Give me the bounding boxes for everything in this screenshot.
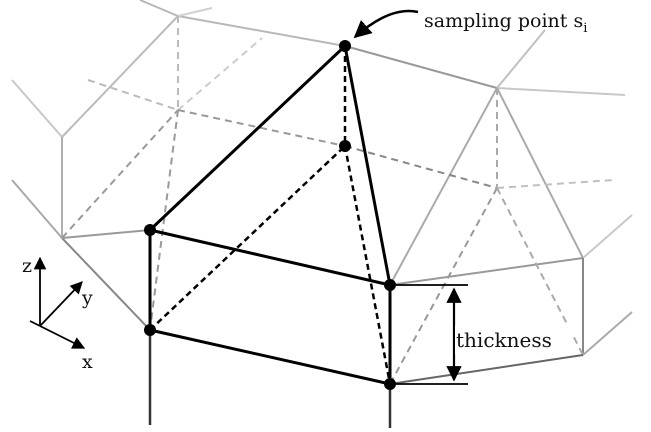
mesh-node bbox=[339, 140, 351, 152]
mesh-edge-dashed bbox=[177, 109, 346, 147]
thickness-label-backdrop bbox=[455, 326, 573, 354]
y-axis-label: y bbox=[81, 287, 93, 309]
mesh-edge bbox=[496, 87, 584, 259]
x-axis-label: x bbox=[82, 351, 93, 373]
element-edge-dashed bbox=[343, 145, 392, 385]
mesh-edge bbox=[389, 354, 584, 385]
mesh-edge bbox=[11, 179, 63, 239]
mesh-edge-dashed bbox=[389, 187, 498, 385]
mesh-edge bbox=[582, 311, 633, 356]
mesh-node bbox=[384, 279, 396, 291]
mesh-edge-dashed bbox=[177, 37, 263, 111]
sampling-point-node bbox=[339, 40, 351, 52]
mesh-edge bbox=[11, 79, 63, 138]
mesh-node bbox=[144, 324, 156, 336]
mesh-edge-dashed bbox=[61, 109, 179, 239]
mesh-node bbox=[384, 378, 396, 390]
mesh-node bbox=[144, 224, 156, 236]
coordinate-axes bbox=[29, 256, 86, 349]
mesh-edge bbox=[61, 237, 151, 331]
mesh-edge-dashed bbox=[496, 179, 614, 189]
mesh-edge bbox=[61, 15, 179, 138]
mesh-edge bbox=[61, 229, 151, 239]
sampling-point-label: sampling point si bbox=[424, 10, 587, 36]
element-edge bbox=[149, 328, 391, 386]
mesh-edge bbox=[344, 45, 498, 89]
mesh-edge bbox=[496, 87, 626, 96]
mesh-edge bbox=[389, 87, 498, 286]
mesh-edge-dashed bbox=[344, 145, 498, 189]
shell-element bbox=[146, 43, 392, 428]
thickness-dimension bbox=[396, 284, 468, 385]
nodes bbox=[144, 40, 396, 390]
shell-element-hidden-edges bbox=[149, 46, 392, 385]
mesh-edge bbox=[496, 29, 546, 89]
element-edge-dashed bbox=[149, 145, 346, 331]
y-axis-arrow bbox=[39, 281, 83, 327]
mesh-edge-dashed bbox=[87, 79, 179, 111]
z-axis-label: z bbox=[22, 255, 32, 277]
mesh-edge bbox=[389, 257, 584, 286]
x-axis-arrow bbox=[39, 325, 86, 349]
x-axis-tail bbox=[29, 320, 41, 327]
element-edge bbox=[146, 43, 392, 287]
mesh-edge bbox=[177, 7, 213, 17]
background-mesh bbox=[11, 0, 633, 385]
mesh-edge bbox=[582, 214, 633, 259]
mesh-edge-dashed bbox=[149, 109, 179, 331]
sampling-point-arrow bbox=[353, 9, 419, 39]
thickness-label: thickness bbox=[456, 328, 552, 352]
